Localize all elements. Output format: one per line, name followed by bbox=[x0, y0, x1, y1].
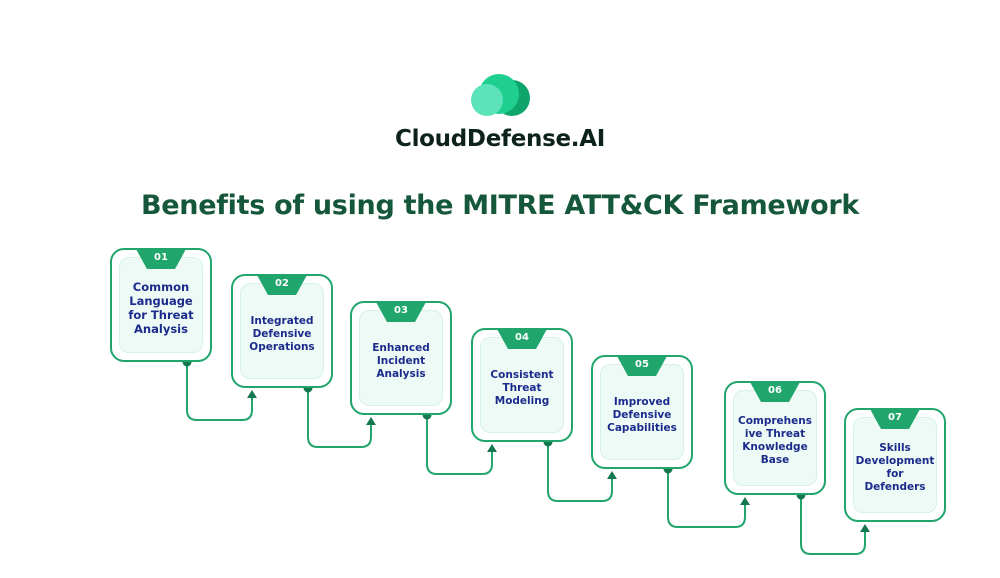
arrow-up-icon bbox=[607, 471, 617, 479]
step-card: Integrated Defensive Operations 02 bbox=[231, 274, 333, 388]
page-title: Benefits of using the MITRE ATT&CK Frame… bbox=[140, 190, 859, 221]
brand-name: CloudDefense.AI bbox=[395, 126, 605, 152]
step-panel: Common Language for Threat Analysis bbox=[119, 257, 203, 353]
step-card: Enhanced Incident Analysis 03 bbox=[350, 301, 452, 415]
step-label: Enhanced Incident Analysis bbox=[372, 341, 430, 380]
arrow-up-icon bbox=[247, 390, 257, 398]
step-card: Skills Development for Defenders 07 bbox=[844, 408, 946, 522]
connector-line bbox=[426, 415, 493, 475]
step-card: Improved Defensive Capabilities 05 bbox=[591, 355, 693, 469]
step-label: Common Language for Threat Analysis bbox=[128, 280, 194, 336]
step-label: Consistent Threat Modeling bbox=[490, 368, 554, 407]
step-panel: Integrated Defensive Operations bbox=[240, 283, 324, 379]
arrow-up-icon bbox=[487, 444, 497, 452]
connector-line bbox=[547, 442, 613, 502]
step-number: 02 bbox=[257, 275, 307, 295]
step-number: 03 bbox=[376, 302, 426, 322]
step-panel: Skills Development for Defenders bbox=[853, 417, 937, 513]
step-number: 04 bbox=[497, 329, 547, 349]
connector-line bbox=[307, 388, 372, 448]
connector-line bbox=[667, 469, 746, 528]
step-label: Integrated Defensive Operations bbox=[249, 314, 315, 353]
step-card: Common Language for Threat Analysis 01 bbox=[110, 248, 212, 362]
step-label: Skills Development for Defenders bbox=[855, 442, 935, 493]
step-number: 06 bbox=[750, 382, 800, 402]
step-number: 05 bbox=[617, 356, 667, 376]
step-panel: Comprehens ive Threat Knowledge Base bbox=[733, 390, 817, 486]
step-label: Improved Defensive Capabilities bbox=[607, 395, 677, 434]
step-panel: Consistent Threat Modeling bbox=[480, 337, 564, 433]
step-card: Comprehens ive Threat Knowledge Base 06 bbox=[724, 381, 826, 495]
step-panel: Enhanced Incident Analysis bbox=[359, 310, 443, 406]
arrow-up-icon bbox=[740, 497, 750, 505]
connector-line bbox=[186, 362, 253, 421]
step-number: 01 bbox=[136, 249, 186, 269]
step-panel: Improved Defensive Capabilities bbox=[600, 364, 684, 460]
step-label: Comprehens ive Threat Knowledge Base bbox=[738, 415, 812, 466]
connector-line bbox=[800, 495, 866, 555]
arrow-up-icon bbox=[860, 524, 870, 532]
arrow-up-icon bbox=[366, 417, 376, 425]
step-number: 07 bbox=[870, 409, 920, 429]
step-card: Consistent Threat Modeling 04 bbox=[471, 328, 573, 442]
brand-logo-icon bbox=[471, 74, 530, 116]
